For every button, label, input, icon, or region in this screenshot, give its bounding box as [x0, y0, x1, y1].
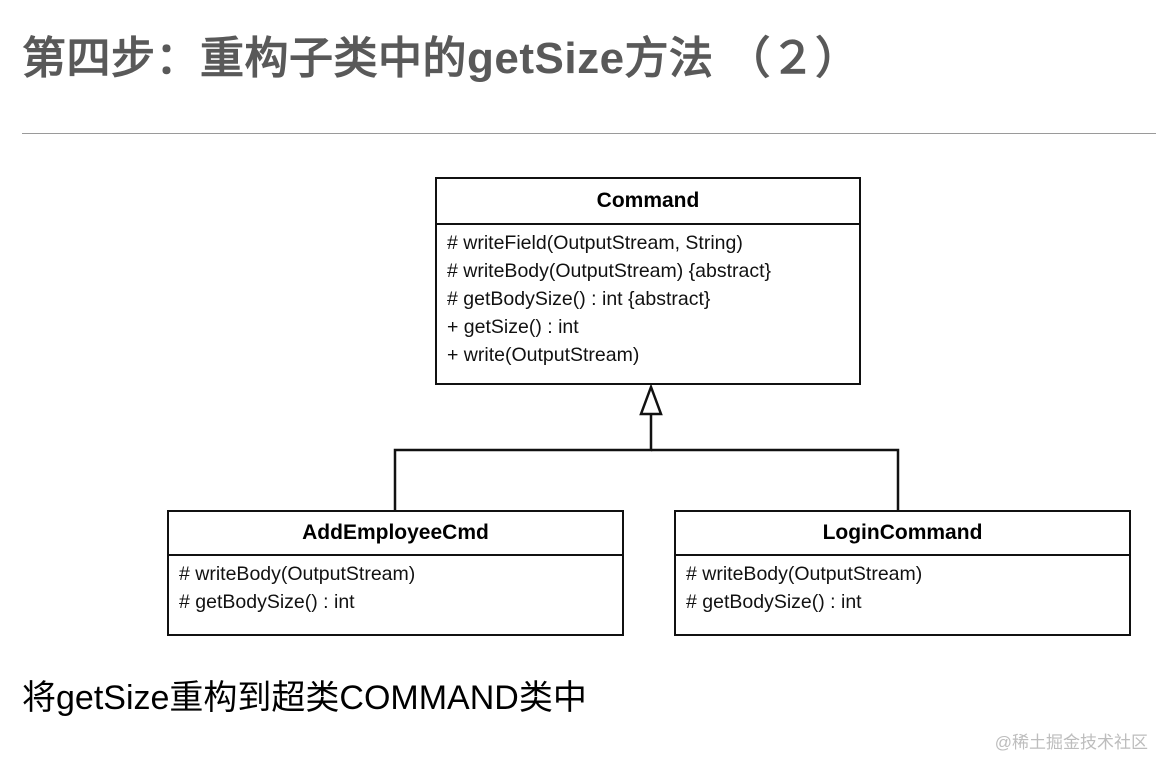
- operations-compartment: # writeBody(OutputStream) # getBodySize(…: [676, 556, 1129, 616]
- operation: # getBodySize() : int {abstract}: [447, 288, 711, 310]
- class-box-login-command: LoginCommand # writeBody(OutputStream) #…: [674, 510, 1131, 636]
- operations-compartment: # writeField(OutputStream, String) # wri…: [437, 225, 859, 369]
- class-name: AddEmployeeCmd: [169, 512, 622, 556]
- class-name: Command: [437, 179, 859, 225]
- operation: # writeField(OutputStream, String): [447, 232, 743, 254]
- operations-compartment: # writeBody(OutputStream) # getBodySize(…: [169, 556, 622, 616]
- slide-title: 第四步：重构子类中的getSize方法 （２）: [22, 34, 860, 83]
- class-box-add-employee-cmd: AddEmployeeCmd # writeBody(OutputStream)…: [167, 510, 624, 636]
- operation: # writeBody(OutputStream): [686, 563, 923, 585]
- operation: + write(OutputStream): [447, 344, 640, 366]
- operation: # getBodySize() : int: [686, 591, 862, 613]
- generalization-arrowhead: [639, 383, 663, 416]
- class-name: LoginCommand: [676, 512, 1129, 556]
- operation: # writeBody(OutputStream): [179, 563, 416, 585]
- class-box-command: Command # writeField(OutputStream, Strin…: [435, 177, 861, 385]
- operation: + getSize() : int: [447, 316, 579, 338]
- operation: # writeBody(OutputStream) {abstract}: [447, 260, 772, 282]
- operation: # getBodySize() : int: [179, 591, 355, 613]
- slide-caption: 将getSize重构到超类COMMAND类中: [22, 679, 587, 717]
- watermark: @稀土掘金技术社区: [994, 733, 1148, 752]
- title-divider: [22, 133, 1156, 134]
- inheritance-line: [393, 414, 653, 510]
- inheritance-line: [651, 448, 900, 510]
